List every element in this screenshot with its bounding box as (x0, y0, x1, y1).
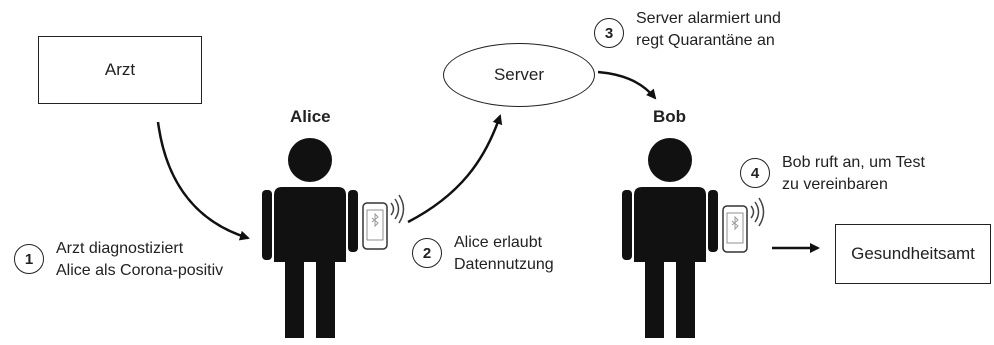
step-2-text: Alice erlaubt Datennutzung (454, 232, 554, 276)
step-3-text: Server alarmiert und regt Quarantäne an (636, 8, 781, 52)
bob-person-icon (622, 138, 718, 338)
bob-smartphone-bluetooth-icon (722, 197, 765, 253)
arzt-box: Arzt (38, 36, 202, 104)
step-2-badge: 2 (412, 238, 442, 268)
alice-smartphone-bluetooth-icon (362, 194, 405, 250)
step-1-text: Arzt diagnostiziert Alice als Corona-pos… (56, 238, 223, 282)
gesundheitsamt-box: Gesundheitsamt (835, 224, 991, 284)
alice-label: Alice (290, 107, 331, 126)
step-4-line1: Bob ruft an, um Test (782, 154, 925, 171)
server-label: Server (493, 65, 545, 84)
step-3-badge: 3 (594, 18, 624, 48)
alice-person-icon (262, 138, 358, 338)
bob-label: Bob (653, 107, 687, 126)
step-3-line1: Server alarmiert und (636, 10, 781, 27)
arrow-alice-to-server (407, 114, 503, 224)
step-4-badge: 4 (740, 158, 770, 188)
step-3-line2: regt Quarantäne an (636, 32, 775, 49)
server-ellipse: Server (443, 43, 595, 107)
arrow-server-to-bob (597, 70, 657, 100)
gesundheitsamt-label: Gesundheitsamt (851, 244, 975, 263)
step-4-text: Bob ruft an, um Test zu vereinbaren (782, 152, 925, 196)
step-1-line2: Alice als Corona-positiv (56, 262, 224, 279)
step-4-line2: zu vereinbaren (782, 176, 888, 193)
arzt-label: Arzt (104, 60, 136, 79)
step-2-line2: Datennutzung (454, 256, 554, 273)
step-1-badge: 1 (14, 244, 44, 274)
step-2-line1: Alice erlaubt (454, 234, 543, 251)
step-1-line1: Arzt diagnostiziert (56, 240, 184, 257)
arrow-arzt-to-alice (156, 121, 250, 241)
